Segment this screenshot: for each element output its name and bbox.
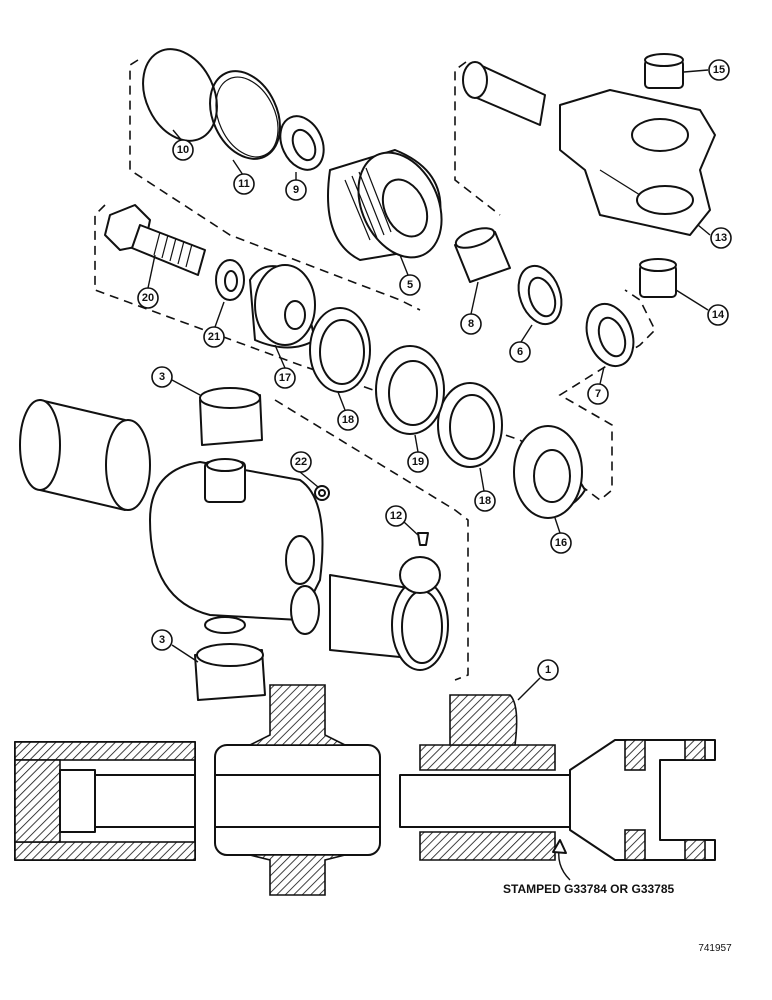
callout-6-text: 6 [517,346,523,358]
bushing-8-part [454,227,511,283]
group-outline-rod-eye-kit [454,61,501,216]
callout-15: 15 [708,59,730,81]
bolt-part [104,204,206,276]
washer-part [215,259,245,301]
callout-20: 20 [137,287,159,309]
piston-part [513,425,586,519]
callout-8: 8 [460,313,482,335]
callout-18-lower: 18 [474,490,496,512]
callout-17-text: 17 [279,372,291,384]
callout-19-text: 19 [412,456,424,468]
grease-fitting-part [314,485,330,501]
callout-14: 14 [707,304,729,326]
callout-19: 19 [407,451,429,473]
callout-8-text: 8 [468,318,474,330]
callout-1: 1 [537,659,559,681]
seal-7-part [585,303,635,367]
callout-6: 6 [509,341,531,363]
callout-16-text: 16 [555,537,567,549]
wiper-seal-part [279,115,325,171]
callout-7-text: 7 [595,388,601,400]
callout-5-text: 5 [407,279,413,291]
callout-21: 21 [203,326,225,348]
callout-22-text: 22 [295,456,307,468]
gland-part [327,149,443,261]
rod-eye-part [462,61,716,236]
group-outline-gland-kit [129,59,421,311]
callout-9: 9 [285,179,307,201]
bushing-14-part [639,258,677,298]
callout-15-text: 15 [713,64,725,76]
ring-6-part [517,264,563,326]
assembled-cylinder-section [14,684,716,896]
callout-7: 7 [587,383,609,405]
trunnion-body [149,458,324,634]
callout-18-lower-text: 18 [479,495,491,507]
callout-18-upper-text: 18 [342,414,354,426]
trunnion-sleeve-left [19,399,151,511]
callout-10: 10 [172,139,194,161]
callout-1-text: 1 [545,664,551,676]
callout-11: 11 [233,173,255,195]
piston-seal-18a-part [309,307,371,393]
callout-3-lower-text: 3 [159,634,165,646]
o-ring-part [142,48,218,142]
trunnion-sleeve-right [290,556,449,671]
callout-12-text: 12 [390,510,402,522]
piston-seal-18b-part [437,382,503,468]
callout-10-text: 10 [177,144,189,156]
callout-9-text: 9 [293,184,299,196]
callout-13-text: 13 [715,232,727,244]
callout-12: 12 [385,505,407,527]
bushing-3-lower-part [194,643,266,701]
callout-11-text: 11 [238,178,250,190]
backup-ring-part [209,70,281,160]
callout-14-text: 14 [712,309,725,321]
screw-part [417,532,429,546]
callout-22: 22 [290,451,312,473]
group-outline-barrel-kit [274,399,469,681]
bushing-15-part [644,53,684,89]
leader-lines [147,69,711,701]
callout-16: 16 [550,532,572,554]
callout-17: 17 [274,367,296,389]
callout-3-upper: 3 [151,366,173,388]
callout-20-text: 20 [142,292,154,304]
callout-21-text: 21 [208,331,220,343]
callout-5: 5 [399,274,421,296]
piston-nut-part [249,264,316,349]
stamped-arrowhead [552,839,567,854]
callout-18-upper: 18 [337,409,359,431]
wear-ring-part [375,345,445,435]
figure-number: 741957 [698,943,732,954]
callout-3-lower: 3 [151,629,173,651]
stamped-note: STAMPED G33784 OR G33785 [503,882,675,896]
callout-13: 13 [710,227,732,249]
callout-3-upper-text: 3 [159,371,165,383]
bushing-3-upper-part [199,387,263,446]
